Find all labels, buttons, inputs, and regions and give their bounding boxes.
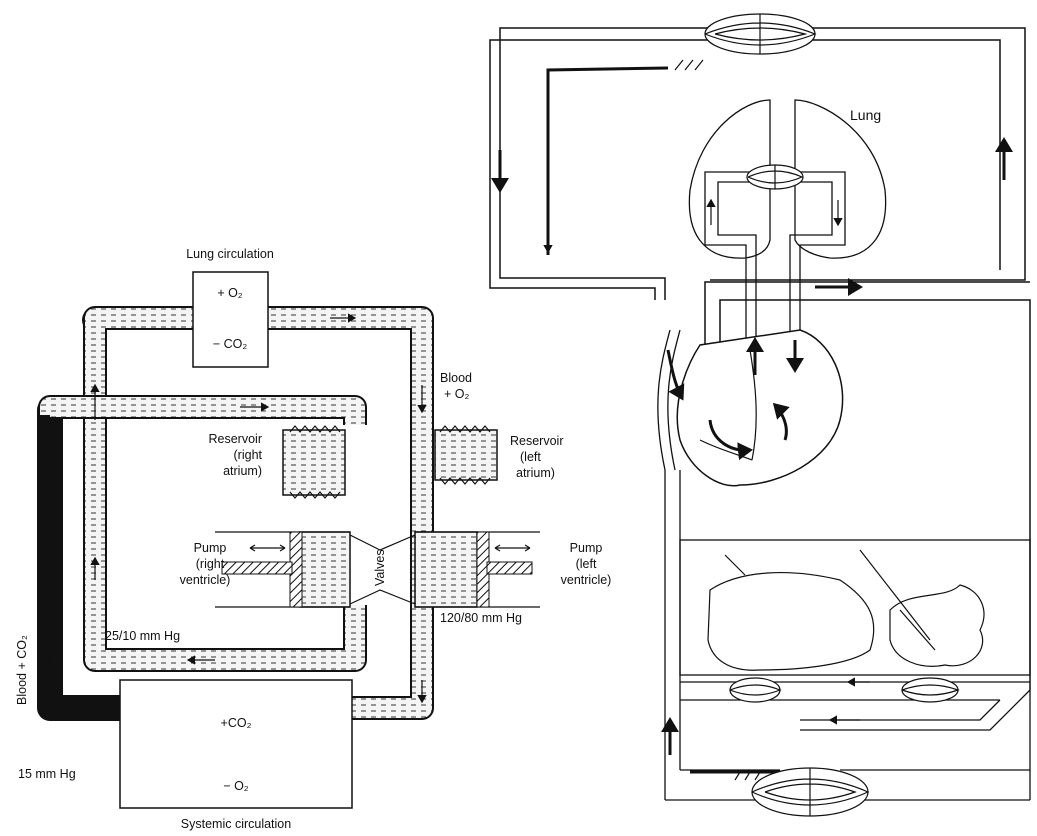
systemic-upper-vessel-dark: [546, 66, 669, 255]
lung-circulation-label: Lung circulation: [186, 247, 274, 261]
outer-circuit-tube-fill: [39, 399, 131, 719]
systemic-box-minus: − O₂: [223, 779, 248, 793]
heart-flow-arrow-2: [708, 419, 753, 461]
lower-body-vessels: [665, 769, 1030, 801]
left-pump-double-arrow: [494, 544, 531, 552]
anatomical-model: Lung: [489, 13, 1031, 817]
pressure-right-label: 25/10 mm Hg: [105, 629, 180, 643]
intestinal-capillary-bed: [901, 677, 959, 703]
hepatic-capillary-bed: [729, 677, 781, 703]
lung-label: Lung: [850, 107, 881, 123]
descending-vessels: [664, 470, 1031, 800]
pump-right-label-2: (right: [196, 557, 225, 571]
abdominal-vessels: [724, 549, 936, 651]
abdominal-region-frame: [679, 539, 1031, 676]
left-lung-outline: [688, 99, 771, 259]
lung-box-plus: + O₂: [217, 286, 242, 300]
left-pump-chamber: [414, 531, 478, 608]
systemic-circulation-label: Systemic circulation: [181, 817, 291, 831]
liver-outline: [707, 571, 875, 671]
hatch-marks-top: [674, 59, 704, 71]
heart-flow-arrow-1: [666, 349, 685, 401]
systemic-upper-vessel-inner: [489, 39, 1001, 300]
lower-capillary-lines: [751, 768, 870, 816]
reservoir-right-label-2: (right: [234, 448, 263, 462]
reservoir-left-label-3: atrium): [516, 466, 555, 480]
reservoir-left-spring-bottom: [439, 477, 491, 485]
right-heart-loop-fill: [40, 397, 365, 670]
right-pump-rod: [221, 561, 293, 575]
right-pump-double-arrow: [249, 544, 286, 552]
reservoir-right-spring-top: [289, 425, 341, 433]
valves-label: Valves: [373, 549, 387, 586]
intestine-outline: [889, 584, 985, 667]
lung-exchange-box: [192, 271, 269, 368]
pump-left-label-3: ventricle): [561, 573, 612, 587]
pump-left-label-2: (left: [576, 557, 597, 571]
reservoir-right-label-3: atrium): [223, 464, 262, 478]
systemic-exchange-box: [119, 679, 353, 809]
reservoir-left-atrium: [434, 429, 498, 481]
blood-co2-label: Blood + CO₂: [15, 635, 29, 705]
intestinal-capillary-lines: [901, 684, 960, 696]
pulmonary-loop-fill: [85, 308, 432, 718]
right-pump-chamber: [299, 531, 351, 608]
hatch-marks-bottom: [734, 771, 761, 781]
pressure-left-label: 120/80 mm Hg: [440, 611, 522, 625]
mechanical-model: Lung circulation + O₂ − CO₂ Reservoir (r…: [15, 247, 611, 831]
systemic-box-plus: +CO₂: [221, 716, 252, 730]
lung-box-minus: − CO₂: [213, 337, 248, 351]
heart-flow-arrow-3: [772, 402, 790, 441]
blood-o2-label-2: + O₂: [444, 387, 469, 401]
reservoir-right-atrium: [282, 429, 346, 496]
blood-o2-label-1: Blood: [440, 371, 472, 385]
valve-lines: [349, 534, 416, 605]
left-pump-rod: [486, 561, 533, 575]
pump-right-label-1: Pump: [194, 541, 227, 555]
right-lung-outline: [794, 99, 887, 259]
reservoir-left-label-1: Reservoir: [510, 434, 564, 448]
pump-left-label-1: Pump: [570, 541, 603, 555]
upper-capillary-lines: [704, 14, 817, 54]
reservoir-right-spring-bottom: [289, 491, 341, 499]
aorta-and-systemic-frame: [704, 281, 1031, 690]
pulmonary-capillary-lines: [747, 165, 804, 189]
heart-outline: [676, 329, 844, 487]
pressure-venous-label: 15 mm Hg: [18, 767, 76, 781]
pump-right-label-3: ventricle): [180, 573, 231, 587]
reservoir-left-spring-top: [439, 425, 491, 433]
hepatic-capillary-lines: [729, 684, 782, 696]
systemic-upper-vessel-outer: [499, 27, 1026, 300]
reservoir-left-label-2: (left: [520, 450, 541, 464]
reservoir-right-label-1: Reservoir: [209, 432, 263, 446]
